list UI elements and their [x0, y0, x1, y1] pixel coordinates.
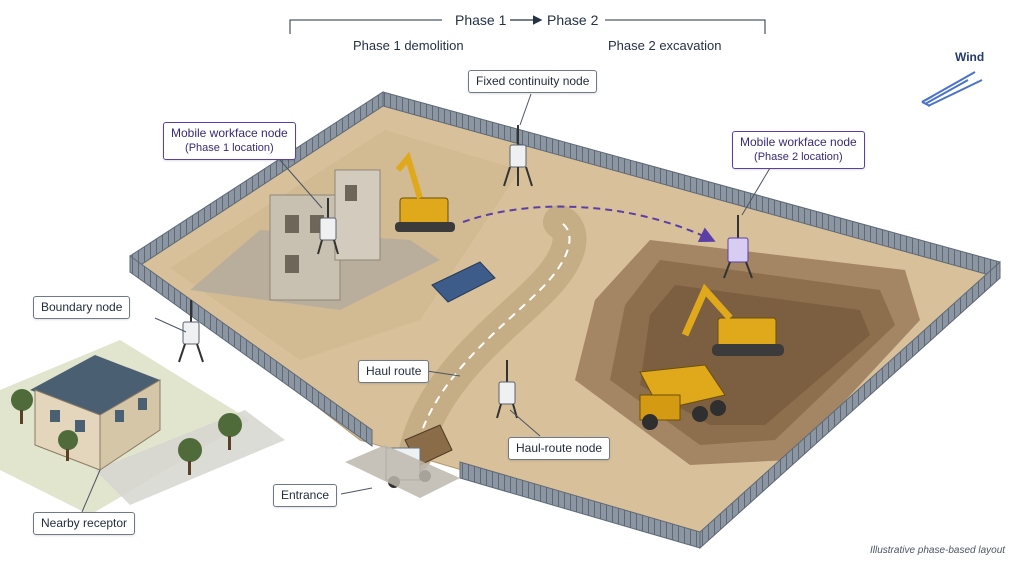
- phase-to-label: Phase 2: [547, 12, 599, 28]
- mobile-node-phase1-title: Mobile workface node: [171, 126, 288, 140]
- mobile-node-phase1-sub: (Phase 1 location): [185, 142, 274, 154]
- phase-from-label: Phase 1: [455, 12, 507, 28]
- mobile-workface-node-phase1-label: Mobile workface node (Phase 1 location): [163, 122, 296, 160]
- haul-route-text: Haul route: [366, 364, 422, 378]
- sensor-node-icon: [317, 198, 339, 255]
- tree-icon: [58, 430, 78, 461]
- mobile-node-phase2-title: Mobile workface node: [740, 135, 857, 149]
- fixed-continuity-node-text: Fixed continuity node: [476, 74, 590, 88]
- receptor-property: [0, 340, 285, 515]
- excavator-icon: [395, 151, 455, 232]
- dump-truck-icon: [639, 364, 726, 430]
- boundary-node-text: Boundary node: [41, 300, 123, 314]
- nearby-receptor-text: Nearby receptor: [41, 516, 128, 530]
- phase1-demolition-label: Phase 1 demolition: [353, 38, 464, 53]
- haul-route-node-text: Haul-route node: [516, 441, 603, 455]
- entrance-text: Entrance: [281, 488, 330, 502]
- sensor-node-icon: [496, 360, 518, 419]
- layout-caption: Illustrative phase-based layout: [870, 545, 1006, 556]
- mobile-node-phase2-sub: (Phase 2 location): [754, 151, 843, 163]
- phase-bracket: [289, 15, 766, 34]
- tree-icon: [11, 389, 33, 424]
- haul-route-label: Haul route: [358, 360, 430, 383]
- tree-icon: [178, 438, 202, 475]
- sensor-node-icon: [723, 215, 753, 279]
- haul-route-node-label: Haul-route node: [508, 437, 611, 460]
- sensor-node-icon: [178, 300, 204, 363]
- site-fence: [129, 91, 1001, 550]
- wind-label: Wind: [955, 50, 985, 64]
- sensor-node-icon: [503, 125, 533, 187]
- house-icon: [30, 355, 160, 415]
- boundary-node-label: Boundary node: [33, 296, 131, 319]
- fixed-continuity-node-label: Fixed continuity node: [468, 70, 598, 93]
- label-leaders: [81, 93, 771, 513]
- wind-arrow-icon: [921, 71, 983, 107]
- nearby-receptor-label: Nearby receptor: [33, 512, 136, 535]
- excavator-icon: [681, 283, 784, 356]
- phase2-excavation-label: Phase 2 excavation: [608, 38, 722, 53]
- entrance-label: Entrance: [273, 484, 338, 507]
- mobile-workface-node-phase2-label: Mobile workface node (Phase 2 location): [732, 131, 865, 169]
- tree-icon: [218, 413, 242, 450]
- demolition-building: [190, 169, 440, 310]
- entrance-gravel: [345, 445, 460, 498]
- skip-container: [431, 261, 496, 303]
